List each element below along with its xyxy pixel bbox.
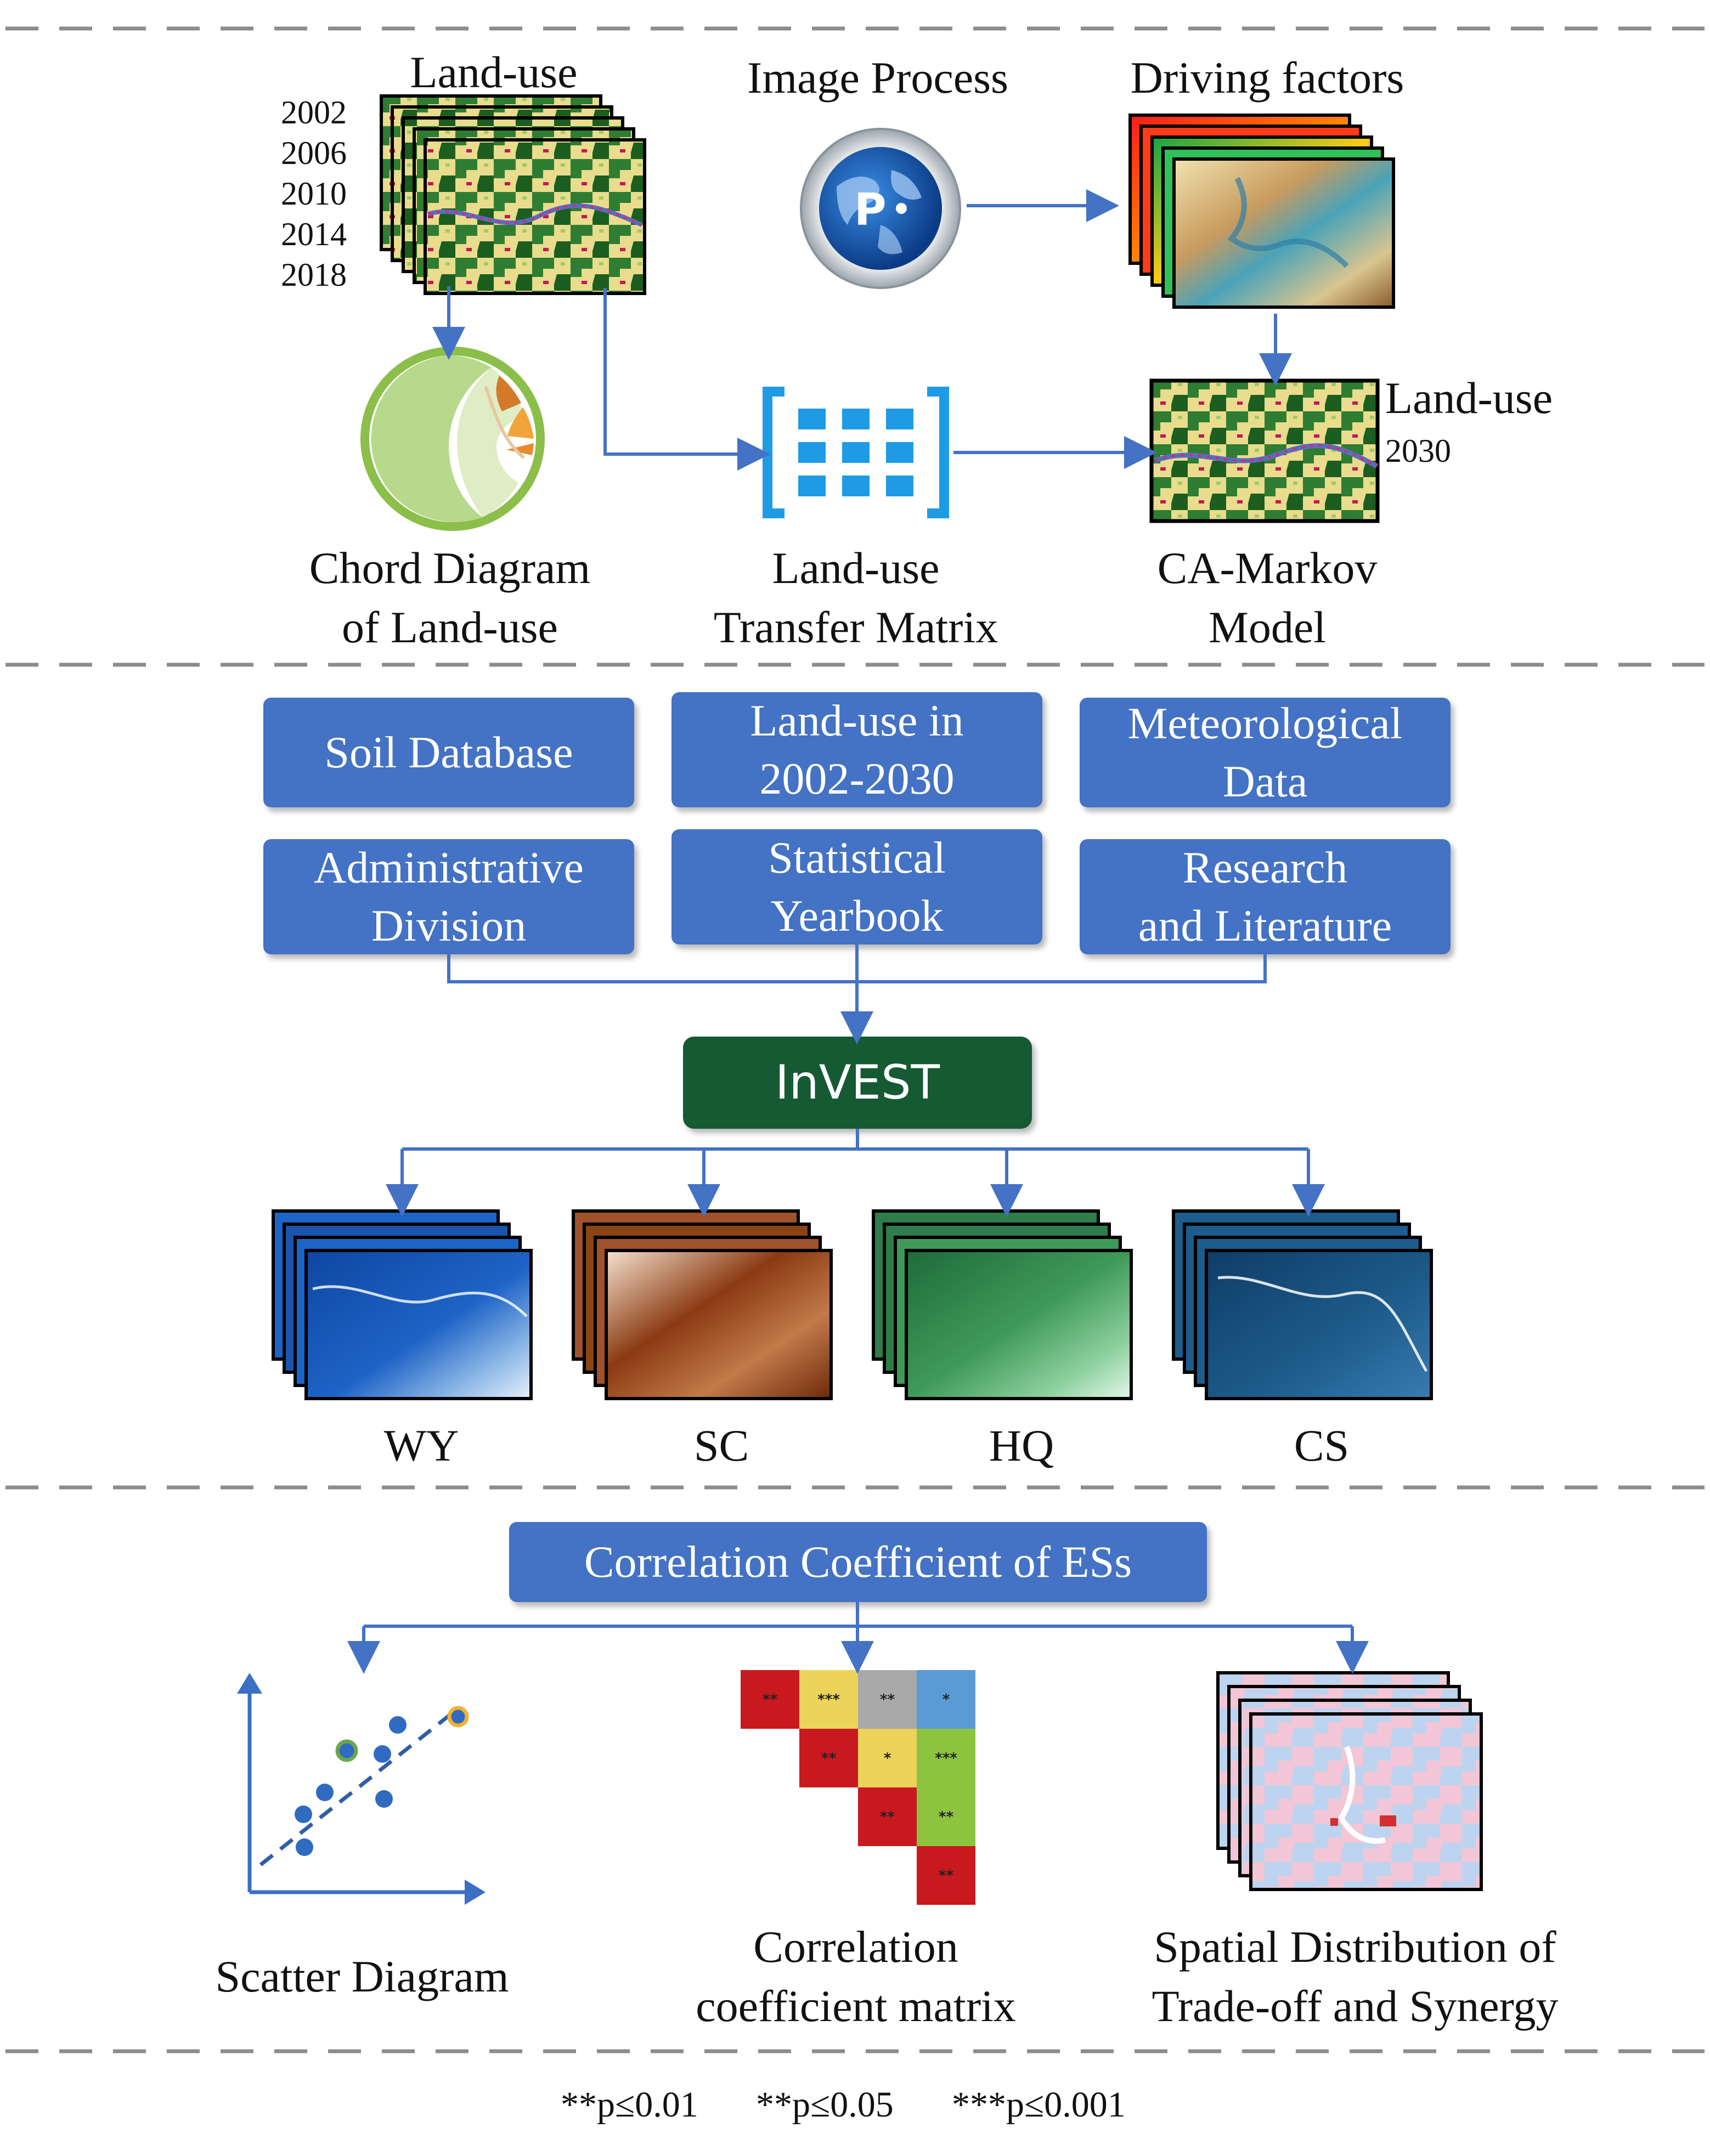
label-hq: HQ: [989, 1421, 1054, 1470]
footnote-p0001: ***p≤0.001: [952, 2085, 1126, 2125]
service-map-stacks: [272, 1209, 1433, 1400]
matrix-cell-r2c2: **: [858, 1787, 917, 1846]
chord-diagram: [360, 347, 545, 531]
correlation-box: Correlation Coefficient of ESs: [509, 1522, 1207, 1602]
transfer-matrix-icon: [763, 387, 949, 518]
spatial-distribution-stack: [1216, 1671, 1483, 1891]
label-cs: CS: [1294, 1421, 1350, 1470]
year-2002: 2002: [281, 94, 347, 131]
label-sc: SC: [693, 1421, 749, 1470]
matrix-cell-text: ***: [935, 1750, 957, 1767]
transfer-label-line2: Transfer Matrix: [713, 602, 998, 652]
globe-icon: P: [800, 128, 961, 289]
year-2014: 2014: [281, 216, 347, 252]
year-2018: 2018: [281, 257, 347, 293]
matrix-cell-text: **: [762, 1691, 778, 1708]
correlation-matrix: ** *** ** * ** * *** ** ** **: [741, 1670, 975, 1905]
label-wy: WY: [383, 1421, 459, 1470]
matrix-cell-r0c0: **: [741, 1670, 799, 1729]
footnote-p005: **p≤0.05: [756, 2085, 894, 2125]
box-landuse-line2: 2002-2030: [759, 754, 955, 803]
box-research-line1: Research: [1182, 842, 1348, 892]
box-statistical-yearbook: Statistical Yearbook: [671, 829, 1042, 944]
box-meteo-line1: Meteorological: [1127, 698, 1403, 748]
landuse-2030-title: Land-use: [1385, 373, 1553, 423]
spatial-label-line2: Trade-off and Synergy: [1152, 1981, 1559, 2031]
matrix-cell-text: *: [942, 1691, 950, 1708]
matrix-cell-r0c2: **: [858, 1670, 917, 1729]
box-landuse-line1: Land-use in: [750, 695, 964, 745]
matrix-cell-r0c1: ***: [799, 1670, 858, 1729]
landuse-2030-year: 2030: [1385, 433, 1451, 469]
matrix-cell-r2c3: **: [917, 1787, 975, 1846]
box-research-literature: Research and Literature: [1080, 839, 1451, 954]
landuse-2030-map: [1149, 378, 1380, 523]
matrix-cell-text: *: [883, 1750, 891, 1767]
chord-label-line2: of Land-use: [342, 602, 558, 652]
box-landuse-2002-2030: Land-use in 2002-2030: [671, 692, 1042, 807]
scatter-diagram: [237, 1673, 486, 1905]
camarkov-label-line2: Model: [1208, 602, 1327, 652]
box-stat-line2: Yearbook: [770, 891, 944, 941]
transfer-label-line1: Land-use: [772, 543, 940, 593]
matrix-cell-text: **: [938, 1867, 954, 1884]
matrix-cell-text: **: [879, 1691, 895, 1708]
matrix-cell-text: **: [938, 1808, 954, 1825]
box-research-line2: and Literature: [1138, 901, 1392, 950]
matrix-cell-r1c1: **: [799, 1729, 858, 1787]
landuse-map-stack: [380, 94, 646, 295]
matrix-cell-r0c3: *: [917, 1670, 975, 1729]
matrix-cell-r1c2: *: [858, 1729, 917, 1787]
image-process-title: Image Process: [747, 53, 1008, 103]
driving-factors-stack: [1128, 114, 1395, 309]
box-admin-line2: Division: [371, 901, 527, 950]
box-admin-line1: Administrative: [314, 842, 584, 892]
matrix-cell-r3c3: **: [917, 1846, 975, 1905]
year-2006: 2006: [281, 135, 347, 171]
landuse-title: Land-use: [410, 47, 578, 97]
box-stat-line1: Statistical: [768, 833, 946, 882]
matrix-label-line2: coefficient matrix: [696, 1981, 1016, 2031]
matrix-cell-text: **: [821, 1750, 837, 1767]
driving-factors-title: Driving factors: [1130, 53, 1404, 103]
matrix-cell-text: ***: [817, 1691, 840, 1708]
arrow-landuse-to-transfer: [603, 288, 770, 471]
scatter-label: Scatter Diagram: [215, 1951, 509, 2001]
spatial-label-line1: Spatial Distribution of: [1154, 1922, 1556, 1972]
chord-label-line1: Chord Diagram: [309, 543, 591, 593]
year-2010: 2010: [281, 176, 347, 212]
matrix-label-line1: Correlation: [753, 1922, 958, 1972]
svg-text:P: P: [854, 184, 887, 235]
box-soil-database: Soil Database: [263, 698, 634, 807]
box-soil-database-text: Soil Database: [324, 727, 573, 777]
invest-label: InVEST: [775, 1055, 940, 1110]
box-administrative-division: Administrative Division: [263, 839, 634, 954]
footnote-p001: **p≤0.01: [561, 2085, 698, 2125]
matrix-cell-text: **: [879, 1808, 895, 1825]
invest-box: InVEST: [683, 1037, 1032, 1129]
box-meteo-line2: Data: [1222, 756, 1308, 806]
camarkov-label-line1: CA-Markov: [1157, 543, 1378, 593]
box-meteorological-data: Meteorological Data: [1080, 698, 1451, 807]
correlation-box-label: Correlation Coefficient of ESs: [584, 1537, 1132, 1587]
matrix-cell-r1c3: ***: [917, 1729, 975, 1787]
